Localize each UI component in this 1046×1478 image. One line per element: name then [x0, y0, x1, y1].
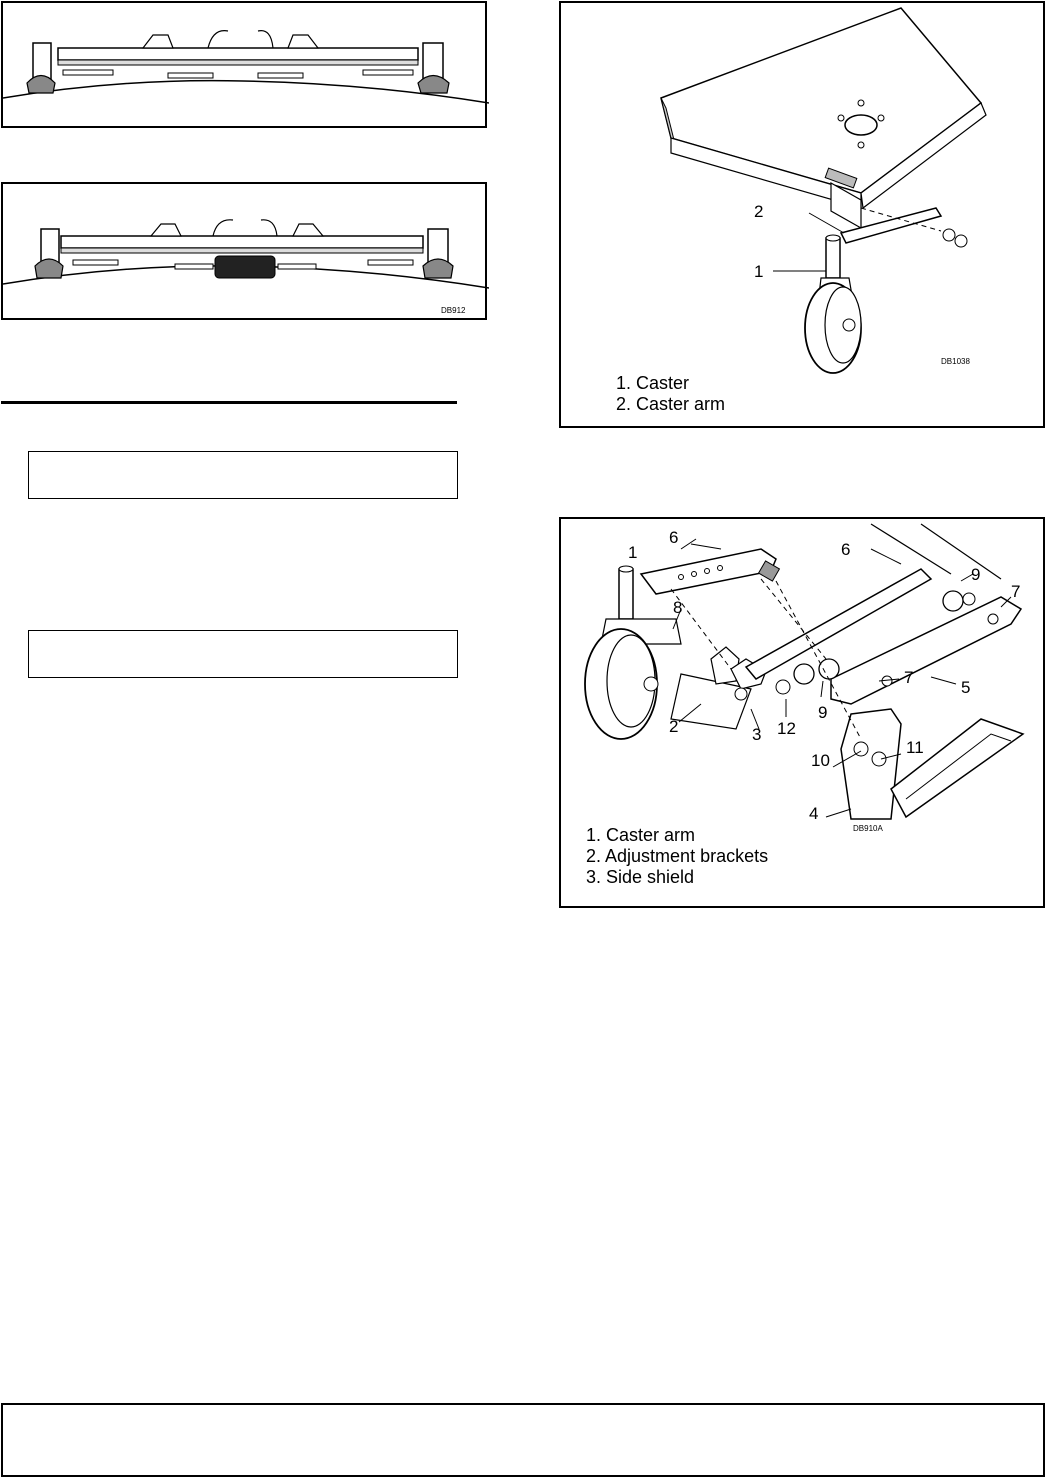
callout-label: 1 [628, 543, 638, 562]
figure-legend: 1. Caster arm 2. Adjustment brackets 3. … [586, 825, 768, 888]
legend-item: 2. Adjustment brackets [586, 846, 769, 866]
side-shield-illustration [584, 523, 1025, 820]
figure-caster: 2 1 DB1038 1. Caster 2. Caster arm [559, 1, 1045, 428]
callout-label: 8 [673, 598, 683, 617]
callout-label: 6 [841, 540, 851, 559]
callout-label: 9 [818, 703, 828, 722]
deck-illustration-top [3, 30, 489, 104]
callout-label: 4 [809, 804, 819, 823]
figure-code: DB910A [853, 824, 883, 833]
legend-item: 1. Caster arm [586, 825, 696, 845]
callout-label: 3 [752, 725, 762, 744]
callout-label: 11 [906, 738, 924, 757]
callout-label: 12 [777, 719, 796, 738]
legend-item: 2. Caster arm [616, 394, 726, 414]
callout-label: 7 [904, 668, 914, 687]
figure-deck-top [1, 1, 489, 128]
callout-label: 9 [971, 565, 981, 584]
callout-label: 1 [754, 262, 764, 281]
note-box [28, 630, 458, 678]
note-box [28, 451, 458, 499]
legend-item: 3. Side shield [586, 867, 695, 887]
deck-illustration-block [3, 219, 489, 289]
page-footer-box [1, 1403, 1045, 1477]
section-rule [1, 401, 457, 404]
callout-label: 5 [961, 678, 971, 697]
callout-label: 6 [669, 528, 679, 547]
figure-deck-block: DB912 [1, 182, 489, 320]
figure-side-shield: 6 6 1 9 7 8 7 5 9 2 3 12 11 10 4 DB910A … [559, 517, 1045, 908]
caster-illustration [660, 7, 987, 374]
callout-label: 7 [1011, 582, 1021, 601]
figure-legend: 1. Caster 2. Caster arm [616, 373, 725, 415]
callout-label: 10 [811, 751, 830, 770]
figure-code: DB912 [441, 306, 466, 315]
figure-code: DB1038 [941, 357, 970, 366]
callout-label: 2 [669, 717, 679, 736]
legend-item: 1. Caster [616, 373, 690, 393]
callout-label: 2 [754, 202, 764, 221]
